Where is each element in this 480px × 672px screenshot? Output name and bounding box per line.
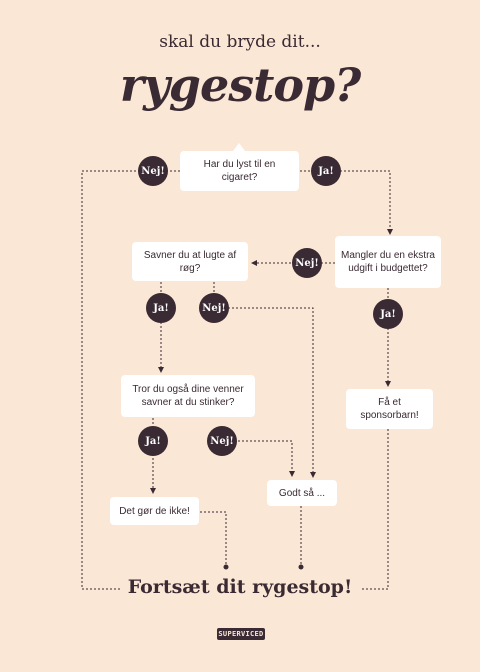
start-pointer [233, 143, 245, 151]
node-sponsor: Få et sponsorbarn! [346, 389, 433, 429]
node-friends: Tror du også dine venner savner at du st… [121, 375, 255, 417]
node-miss-smell: Savner du at lugte af røg? [132, 242, 248, 281]
brand-logo: SUPERVICED [217, 628, 265, 640]
connector-start-no-left [81, 170, 180, 590]
badge-friends-yes: Ja! [138, 426, 168, 456]
connector-dont-final [200, 511, 227, 566]
page-title: rygestop? [119, 58, 361, 112]
badge-smell-yes: Ja! [146, 293, 176, 323]
badge-cost-yes: Ja! [373, 299, 403, 329]
connector-sponsor-final [362, 429, 389, 590]
connector-dot-dont [223, 564, 229, 570]
node-extra-cost: Mangler du en ekstra udgift i budgettet? [335, 236, 441, 288]
badge-friends-no: Nej! [207, 426, 237, 456]
conclusion-heading: Fortsæt dit rygestop! [127, 576, 353, 598]
node-dont: Det gør de ikke! [110, 497, 199, 525]
connector-dot-good [298, 564, 304, 570]
connector-friends-no [222, 440, 295, 477]
badge-start-yes: Ja! [311, 156, 341, 186]
node-good: Godt så ... [267, 480, 337, 506]
badge-cost-no: Nej! [292, 248, 322, 278]
node-start: Har du lyst til en cigaret? [180, 151, 299, 191]
subtitle: skal du bryde dit... [159, 32, 321, 52]
badge-start-no: Nej! [138, 156, 168, 186]
badge-smell-no: Nej! [199, 293, 229, 323]
